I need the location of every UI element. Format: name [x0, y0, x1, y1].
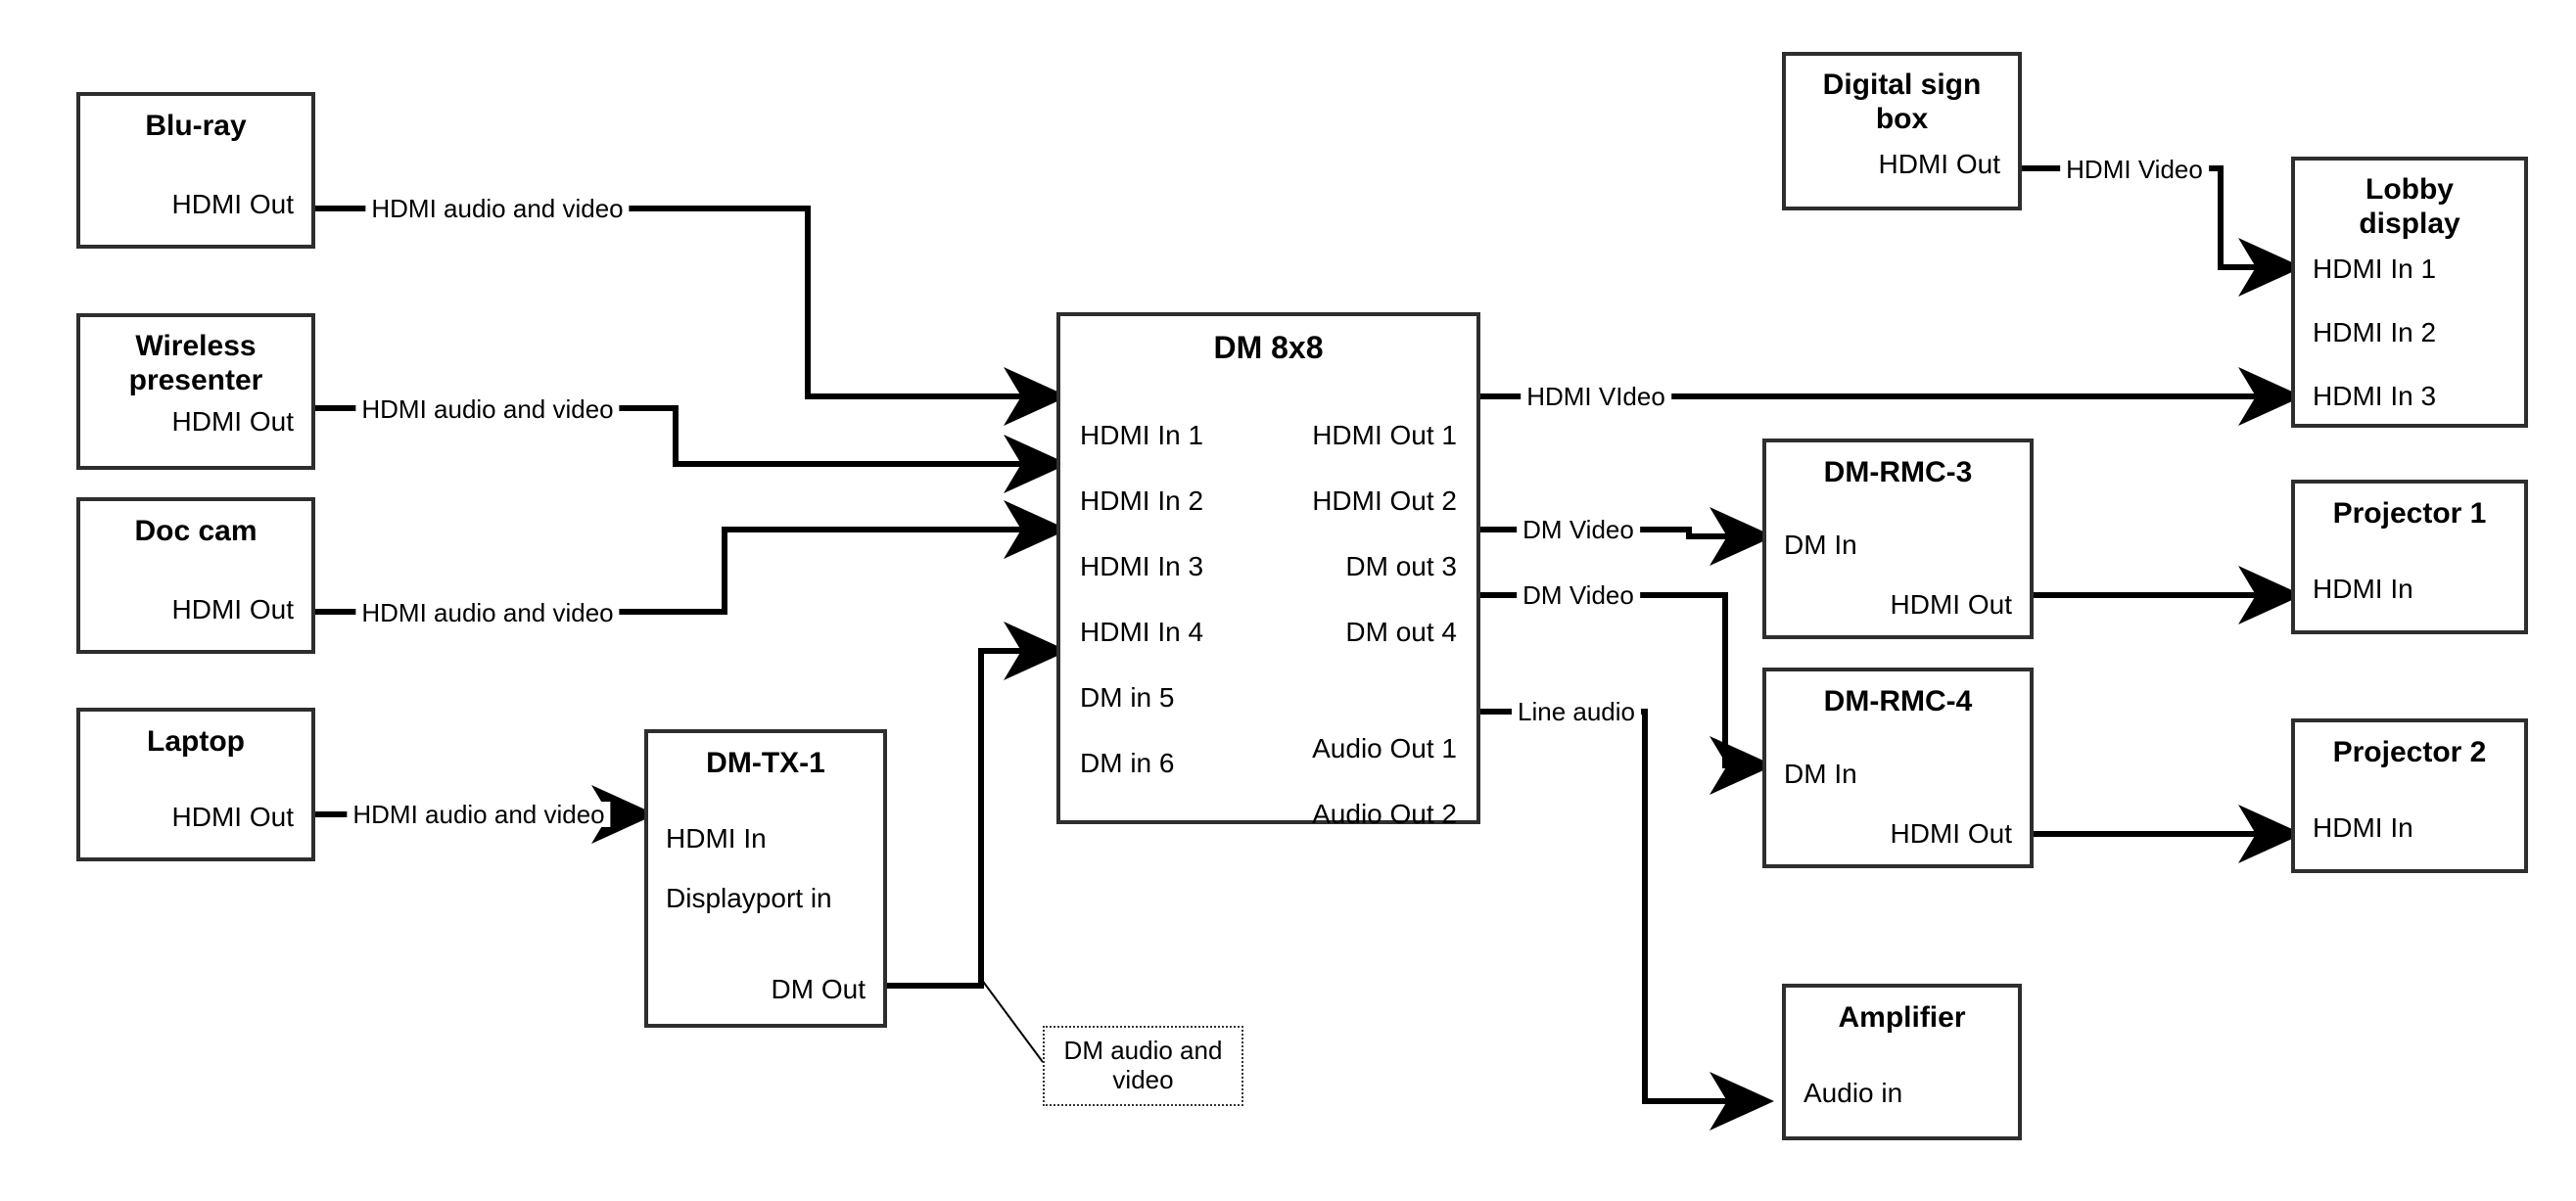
node-laptop[interactable]: Laptop HDMI Out — [76, 708, 315, 861]
node-projector-1-port-hdmi-in[interactable]: HDMI In — [2313, 574, 2413, 604]
node-lobby-display-port-hdmi-in-3[interactable]: HDMI In 3 — [2313, 380, 2437, 411]
note-leader-line — [980, 978, 1044, 1063]
node-laptop-port-hdmi-out[interactable]: HDMI Out — [171, 802, 294, 832]
edge-label-dm8x8-to-amplifier: Line audio — [1512, 699, 1641, 724]
node-amplifier-title: Amplifier — [1838, 1001, 1966, 1034]
node-wireless-presenter[interactable]: Wireless presenter HDMI Out — [76, 313, 315, 470]
node-lobby-display[interactable]: Lobby display HDMI In 1 HDMI In 2 HDMI I… — [2291, 157, 2528, 428]
node-laptop-title: Laptop — [147, 725, 245, 758]
node-dm-rmc-4-title: DM-RMC-4 — [1823, 685, 1973, 717]
wire-dm8x8-to-amplifier — [1480, 709, 1774, 1131]
node-amplifier-port-audio-in[interactable]: Audio in — [1803, 1078, 1903, 1108]
edge-label-laptop-to-dmtx1: HDMI audio and video — [347, 802, 611, 827]
wire-dm8x8-to-dmrmc4 — [1480, 592, 1774, 795]
node-dm-8x8-port-dm-in-6[interactable]: DM in 6 — [1080, 748, 1175, 778]
node-projector-1-title: Projector 1 — [2332, 497, 2487, 530]
node-doc-cam-port-hdmi-out[interactable]: HDMI Out — [171, 594, 294, 624]
node-dm-rmc-4-port-hdmi-out[interactable]: HDMI Out — [1890, 818, 2012, 849]
node-dm-8x8-port-audio-out-2[interactable]: Audio Out 2 — [1312, 799, 1457, 829]
node-dm-8x8-port-hdmi-in-1[interactable]: HDMI In 1 — [1080, 420, 1204, 450]
node-dm-8x8-title: DM 8x8 — [1213, 330, 1324, 365]
node-digital-sign-box-title: Digital sign box — [1822, 69, 1982, 136]
node-projector-1[interactable]: Projector 1 HDMI In — [2291, 480, 2528, 634]
edge-label-doccam-to-dm8x8: HDMI audio and video — [355, 600, 620, 625]
node-dm-8x8-port-hdmi-out-1[interactable]: HDMI Out 1 — [1312, 420, 1457, 450]
node-dm-8x8-port-hdmi-in-2[interactable]: HDMI In 2 — [1080, 485, 1204, 516]
node-dm-tx-1-port-hdmi-in[interactable]: HDMI In — [666, 823, 767, 854]
node-projector-2-title: Projector 2 — [2332, 736, 2487, 768]
node-dm-rmc-3[interactable]: DM-RMC-3 DM In HDMI Out — [1762, 439, 2034, 639]
edge-label-bluray-to-dm8x8: HDMI audio and video — [365, 196, 630, 221]
node-wireless-presenter-port-hdmi-out[interactable]: HDMI Out — [171, 405, 294, 437]
node-digital-sign-box[interactable]: Digital sign box HDMI Out — [1782, 52, 2022, 210]
node-dm-8x8-port-dm-in-5[interactable]: DM in 5 — [1080, 682, 1175, 713]
node-dm-tx-1-port-displayport-in[interactable]: Displayport in — [666, 883, 832, 913]
node-projector-2-port-hdmi-in[interactable]: HDMI In — [2313, 812, 2413, 843]
wire-bluray-to-dm8x8 — [315, 206, 1068, 426]
note-dm-audio-and-video: DM audio and video — [1043, 1026, 1243, 1106]
node-dm-8x8-port-hdmi-in-4[interactable]: HDMI In 4 — [1080, 617, 1204, 647]
node-dm-rmc-3-port-dm-in[interactable]: DM In — [1784, 530, 1857, 560]
edge-label-wireless-to-dm8x8: HDMI audio and video — [355, 396, 620, 422]
edge-label-dm8x8-to-dmrmc3: DM Video — [1517, 517, 1640, 542]
node-dm-rmc-3-title: DM-RMC-3 — [1823, 456, 1973, 488]
node-bluray-port-hdmi-out[interactable]: HDMI Out — [171, 189, 294, 219]
edge-label-dm8x8-to-dmrmc4: DM Video — [1517, 582, 1640, 608]
node-lobby-display-title: Lobby display — [2359, 173, 2460, 241]
edge-label-digitalsign-to-lobby: HDMI Video — [2060, 157, 2209, 182]
node-lobby-display-port-hdmi-in-2[interactable]: HDMI In 2 — [2313, 316, 2437, 347]
node-dm-8x8[interactable]: DM 8x8 HDMI In 1 HDMI In 2 HDMI In 3 HDM… — [1056, 312, 1480, 829]
node-dm-tx-1[interactable]: DM-TX-1 HDMI In Displayport in DM Out — [644, 729, 887, 1028]
node-amplifier[interactable]: Amplifier Audio in — [1782, 984, 2022, 1140]
node-dm-rmc-4[interactable]: DM-RMC-4 DM In HDMI Out — [1762, 668, 2034, 868]
node-bluray[interactable]: Blu-ray HDMI Out — [76, 92, 315, 249]
node-dm-8x8-port-dm-out-3[interactable]: DM out 3 — [1345, 551, 1457, 581]
node-dm-8x8-port-dm-out-4[interactable]: DM out 4 — [1345, 617, 1457, 647]
node-dm-tx-1-title: DM-TX-1 — [706, 747, 825, 779]
node-bluray-title: Blu-ray — [145, 110, 247, 142]
node-digital-sign-box-port-hdmi-out[interactable]: HDMI Out — [1878, 148, 2000, 179]
node-doc-cam-title: Doc cam — [134, 515, 258, 547]
edge-label-dm8x8-to-lobby: HDMI VIdeo — [1521, 384, 1671, 409]
node-dm-rmc-3-port-hdmi-out[interactable]: HDMI Out — [1890, 589, 2012, 620]
node-dm-8x8-port-hdmi-out-2[interactable]: HDMI Out 2 — [1312, 485, 1457, 516]
wire-dmtx1-to-dm8x8 — [887, 622, 1068, 989]
node-dm-tx-1-port-dm-out[interactable]: DM Out — [771, 974, 866, 1004]
node-doc-cam[interactable]: Doc cam HDMI Out — [76, 497, 315, 654]
node-dm-rmc-4-port-dm-in[interactable]: DM In — [1784, 759, 1857, 789]
node-dm-8x8-port-audio-out-1[interactable]: Audio Out 1 — [1312, 733, 1457, 763]
node-wireless-presenter-title: Wireless presenter — [128, 330, 263, 397]
node-lobby-display-port-hdmi-in-1[interactable]: HDMI In 1 — [2313, 253, 2437, 284]
node-projector-2[interactable]: Projector 2 HDMI In — [2291, 718, 2528, 873]
node-dm-8x8-port-hdmi-in-3[interactable]: HDMI In 3 — [1080, 551, 1204, 581]
